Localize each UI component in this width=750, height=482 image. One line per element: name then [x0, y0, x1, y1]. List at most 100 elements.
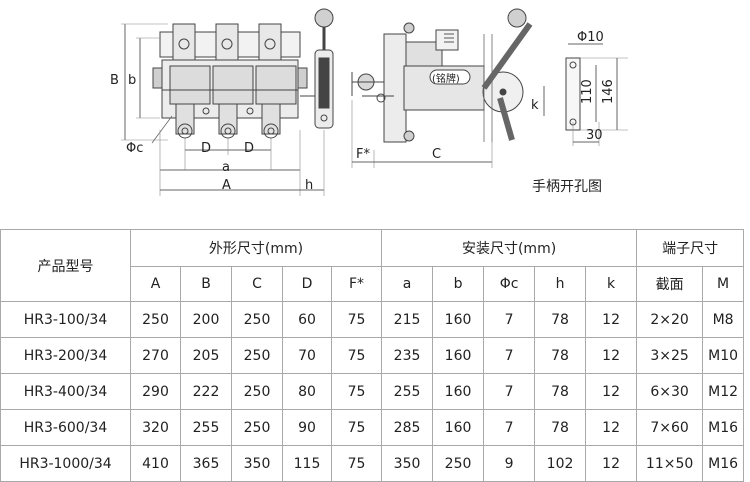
- cell-M: M16: [702, 445, 745, 482]
- cell-model: HR3-200/34: [0, 337, 131, 374]
- cell-M: M10: [702, 337, 745, 374]
- table-row: HR3-1000/34 410 365 350 115 75 350 250 9…: [0, 445, 745, 482]
- cell-B: 255: [180, 409, 232, 446]
- dim-D-left: D: [201, 141, 211, 156]
- technical-drawing: B b Φc D D a A h F* C k (铭牌) Φ10 110 146…: [110, 8, 628, 196]
- cell-h: 78: [534, 337, 587, 374]
- cell-b: 160: [432, 373, 485, 410]
- handle-hole-view: [565, 43, 628, 146]
- dim-k: k: [531, 98, 539, 113]
- cell-h: 102: [534, 445, 587, 482]
- cell-h: 78: [534, 373, 587, 410]
- cell-a: 255: [381, 373, 434, 410]
- cell-b: 160: [432, 337, 485, 374]
- cell-C: 250: [231, 409, 283, 446]
- table-row: HR3-200/34 270 205 250 70 75 235 160 7 7…: [0, 337, 745, 374]
- cell-D: 70: [282, 337, 332, 374]
- dim-D-right: D: [244, 141, 254, 156]
- col-M: M: [702, 266, 745, 302]
- cell-D: 115: [282, 445, 332, 482]
- dim-B: B: [110, 73, 119, 88]
- cell-D: 90: [282, 409, 332, 446]
- cell-b: 250: [432, 445, 485, 482]
- cell-C: 250: [231, 301, 283, 338]
- cell-model: HR3-100/34: [0, 301, 131, 338]
- col-F: F*: [330, 266, 383, 302]
- cell-A: 410: [130, 445, 181, 482]
- dim-b: b: [128, 73, 136, 88]
- dim-146: 146: [601, 79, 616, 104]
- dim-phi-c: Φc: [126, 141, 143, 156]
- cell-b: 160: [432, 409, 485, 446]
- dim-phi10: Φ10: [577, 30, 604, 45]
- side-view: [351, 8, 545, 168]
- col-section: 截面: [636, 266, 704, 302]
- cell-model: HR3-600/34: [0, 409, 131, 446]
- handle-hole-caption: 手柄开孔图: [532, 179, 602, 195]
- cell-phi-c: 7: [483, 301, 536, 338]
- cell-phi-c: 7: [483, 337, 536, 374]
- cell-D: 60: [282, 301, 332, 338]
- cell-a: 235: [381, 337, 434, 374]
- cell-section: 6×30: [636, 373, 704, 410]
- cell-B: 205: [180, 337, 232, 374]
- col-a: a: [381, 266, 434, 302]
- table-row: HR3-400/34 290 222 250 80 75 255 160 7 7…: [0, 373, 745, 410]
- header-install: 安装尺寸(mm): [381, 229, 638, 267]
- dim-110: 110: [580, 79, 595, 104]
- cell-model: HR3-1000/34: [0, 445, 131, 482]
- cell-F: 75: [330, 301, 383, 338]
- cell-a: 350: [381, 445, 434, 482]
- cell-model: HR3-400/34: [0, 373, 131, 410]
- nameplate-label: (铭牌): [432, 72, 460, 85]
- dim-A: A: [222, 178, 231, 193]
- spec-table: 产品型号 外形尺寸(mm) 安装尺寸(mm) 端子尺寸 A B C D F* a…: [0, 229, 745, 482]
- col-h: h: [534, 266, 587, 302]
- cell-B: 222: [180, 373, 232, 410]
- dim-a: a: [222, 160, 230, 175]
- cell-k: 12: [585, 445, 638, 482]
- col-B: B: [180, 266, 232, 302]
- dim-h: h: [305, 178, 313, 193]
- cell-section: 3×25: [636, 337, 704, 374]
- dim-30: 30: [586, 128, 603, 143]
- col-C: C: [231, 266, 283, 302]
- cell-phi-c: 9: [483, 445, 536, 482]
- cell-k: 12: [585, 337, 638, 374]
- cell-M: M8: [702, 301, 745, 338]
- cell-a: 215: [381, 301, 434, 338]
- header-model: 产品型号: [0, 229, 131, 302]
- cell-h: 78: [534, 301, 587, 338]
- table-row: HR3-100/34 250 200 250 60 75 215 160 7 7…: [0, 301, 745, 338]
- cell-C: 350: [231, 445, 283, 482]
- table-row: HR3-600/34 320 255 250 90 75 285 160 7 7…: [0, 409, 745, 446]
- cell-B: 365: [180, 445, 232, 482]
- cell-phi-c: 7: [483, 409, 536, 446]
- cell-D: 80: [282, 373, 332, 410]
- header-terminal: 端子尺寸: [636, 229, 745, 267]
- cell-section: 11×50: [636, 445, 704, 482]
- cell-A: 290: [130, 373, 181, 410]
- cell-phi-c: 7: [483, 373, 536, 410]
- cell-F: 75: [330, 373, 383, 410]
- dim-F: F*: [356, 147, 370, 162]
- cell-M: M16: [702, 409, 745, 446]
- header-outline: 外形尺寸(mm): [129, 229, 383, 267]
- cell-C: 250: [231, 337, 283, 374]
- cell-A: 250: [130, 301, 181, 338]
- cell-B: 200: [180, 301, 232, 338]
- dim-C: C: [432, 147, 441, 162]
- cell-a: 285: [381, 409, 434, 446]
- cell-section: 2×20: [636, 301, 704, 338]
- cell-b: 160: [432, 301, 485, 338]
- cell-F: 75: [330, 445, 383, 482]
- cell-section: 7×60: [636, 409, 704, 446]
- col-D: D: [282, 266, 332, 302]
- cell-M: M12: [702, 373, 745, 410]
- cell-F: 75: [330, 337, 383, 374]
- col-b: b: [432, 266, 485, 302]
- cell-A: 270: [130, 337, 181, 374]
- cell-k: 12: [585, 301, 638, 338]
- cell-C: 250: [231, 373, 283, 410]
- col-phi-c: Φc: [483, 266, 536, 302]
